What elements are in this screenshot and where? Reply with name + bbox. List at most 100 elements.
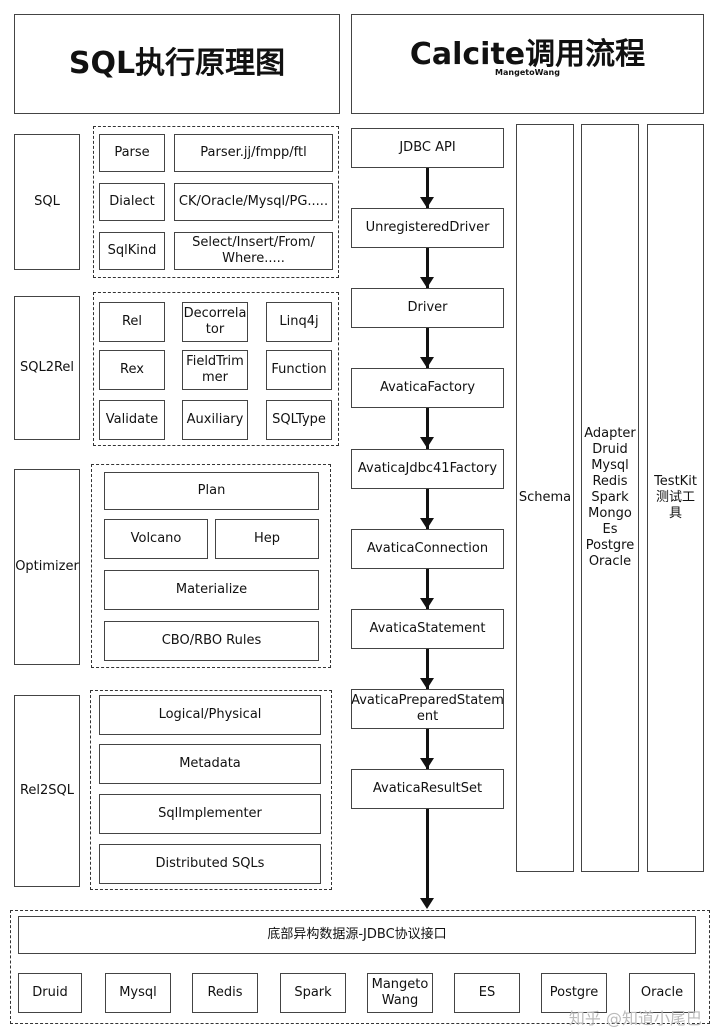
rel2sql-cell-text: Logical/Physical [158, 707, 262, 722]
datasource-item: Mangeto Wang [367, 973, 433, 1013]
sql2rel-cell: Auxiliary [182, 400, 248, 440]
flow-step: JDBC API [351, 128, 504, 168]
flow-step: AvaticaFactory [351, 368, 504, 408]
sql-group [93, 126, 339, 278]
rel2sql-group [90, 690, 332, 890]
arrow-icon [420, 898, 434, 909]
sql2rel-cell-text: Function [271, 362, 327, 377]
rel2sql-cell: SqlImplementer [99, 794, 321, 834]
optimizer-cell: Plan [104, 472, 319, 510]
optimizer-cell: CBO/RBO Rules [104, 621, 319, 661]
sql-cell-text: SqlKind [107, 243, 157, 258]
flow-step-text: AvaticaStatement [369, 621, 486, 636]
datasource-item: Redis [192, 973, 258, 1013]
flow-step-text: AvaticaConnection [366, 541, 489, 556]
flow-step: UnregisteredDriver [351, 208, 504, 248]
datasource-item: Spark [280, 973, 346, 1013]
datasource-text: Druid [32, 985, 68, 1000]
sql-cell-text: Dialect [109, 194, 155, 209]
sql2rel-cell: Function [266, 350, 332, 390]
sql-cell-text: Parse [114, 145, 150, 160]
arrow-icon [420, 357, 434, 368]
sql2rel-cell: Linq4j [266, 302, 332, 342]
sql2rel-cell-text: Validate [105, 412, 159, 427]
optimizer-cell-text: Volcano [130, 531, 182, 546]
rel2sql-cell: Metadata [99, 744, 321, 784]
datasource-item: Mysql [105, 973, 171, 1013]
rel2sql-cell-text: Metadata [179, 756, 241, 771]
sql2rel-cell: Validate [99, 400, 165, 440]
testkit-text: TestKit 测试工具 [654, 474, 697, 521]
rel2sql-cell-text: SqlImplementer [158, 806, 262, 821]
right-title-text: Calcite调用流程 [409, 37, 646, 72]
rel2sql-cell-text: Distributed SQLs [155, 856, 265, 871]
sql-cell: Dialect [99, 183, 165, 221]
schema-text: Schema [518, 490, 572, 505]
section-label-sql2rel-text: SQL2Rel [19, 360, 75, 375]
sql-cell: Select/Insert/From/ Where..... [174, 232, 333, 270]
arrow-icon [420, 598, 434, 609]
arrow-icon [420, 437, 434, 448]
flow-step-text: AvaticaResultSet [372, 781, 483, 796]
optimizer-cell: Hep [215, 519, 319, 559]
flow-step-text: AvaticaPreparedStatem ent [351, 693, 504, 724]
left-title-text: SQL执行原理图 [68, 46, 286, 81]
flow-step-text: JDBC API [399, 140, 456, 155]
sql-cell: SqlKind [99, 232, 165, 270]
sql-cell: Parse [99, 134, 165, 172]
sql-cell-text: Select/Insert/From/ Where..... [192, 235, 315, 266]
datasource-text: Spark [294, 985, 332, 1000]
flow-step: AvaticaResultSet [351, 769, 504, 809]
arrow-icon [420, 197, 434, 208]
rel2sql-cell: Distributed SQLs [99, 844, 321, 884]
watermark: 知乎 @知道小尾巴 [568, 1009, 702, 1028]
arrow-icon [420, 518, 434, 529]
datasource-text: ES [478, 985, 496, 1000]
flow-step-text: Driver [407, 300, 448, 315]
flow-step-text: AvaticaJdbc41Factory [357, 461, 498, 476]
flow-step: Driver [351, 288, 504, 328]
arrow-icon [420, 758, 434, 769]
section-label-optimizer-text: Optimizer [15, 559, 79, 574]
datasource-item: Druid [18, 973, 82, 1013]
optimizer-cell-text: Hep [253, 531, 281, 546]
optimizer-cell-text: Materialize [175, 582, 248, 597]
sql2rel-cell: Rel [99, 302, 165, 342]
section-label-rel2sql: Rel2SQL [14, 695, 80, 887]
section-label-sql: SQL [14, 134, 80, 270]
schema-column: Schema [516, 124, 574, 872]
jdbc-interface-bar: 底部异构数据源-JDBC协议接口 [18, 916, 696, 954]
datasource-text: Postgre [549, 985, 599, 1000]
section-label-sql2rel: SQL2Rel [14, 296, 80, 440]
optimizer-cell-text: Plan [197, 483, 226, 498]
optimizer-cell: Volcano [104, 519, 208, 559]
sql2rel-cell-text: Rex [120, 362, 144, 377]
flow-step: AvaticaStatement [351, 609, 504, 649]
datasource-group [10, 910, 710, 1024]
optimizer-cell-text: CBO/RBO Rules [161, 633, 262, 648]
flow-step: AvaticaPreparedStatem ent [351, 689, 504, 729]
sql2rel-cell: SQLType [266, 400, 332, 440]
flow-step: AvaticaJdbc41Factory [351, 449, 504, 489]
rel2sql-cell: Logical/Physical [99, 695, 321, 735]
sql2rel-cell-text: Decorrela tor [183, 306, 247, 337]
sql2rel-cell-text: SQLType [272, 412, 326, 427]
adapter-column: Adapter Druid Mysql Redis Spark Mongo Es… [581, 124, 639, 872]
sql-cell: CK/Oracle/Mysql/PG..... [174, 183, 333, 221]
datasource-text: Redis [207, 985, 243, 1000]
section-label-optimizer: Optimizer [14, 469, 80, 665]
optimizer-group [91, 464, 331, 668]
section-label-rel2sql-text: Rel2SQL [19, 783, 75, 798]
flow-step-text: UnregisteredDriver [365, 220, 490, 235]
sql2rel-cell-text: Linq4j [279, 314, 319, 329]
sql2rel-cell: Decorrela tor [182, 302, 248, 342]
arrow-icon [420, 277, 434, 288]
flow-step: AvaticaConnection [351, 529, 504, 569]
testkit-column: TestKit 测试工具 [647, 124, 704, 872]
sql2rel-cell: Rex [99, 350, 165, 390]
sql-cell-text: CK/Oracle/Mysql/PG..... [178, 194, 329, 209]
datasource-item: ES [454, 973, 520, 1013]
right-title-box: Calcite调用流程 MangetoWang [351, 14, 704, 114]
datasource-item: Oracle [629, 973, 695, 1013]
sql-cell: Parser.jj/fmpp/ftl [174, 134, 333, 172]
